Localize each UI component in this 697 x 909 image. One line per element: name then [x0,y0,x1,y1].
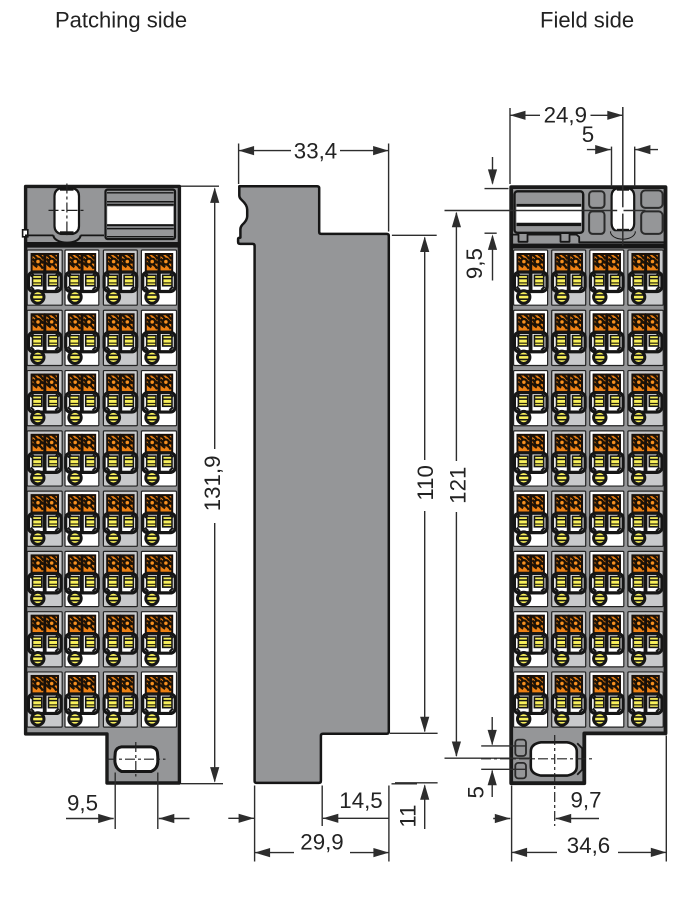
svg-text:5: 5 [464,786,489,798]
svg-text:Field side: Field side [540,7,634,32]
svg-text:11: 11 [396,804,421,827]
svg-text:24,9: 24,9 [544,103,587,128]
svg-text:110: 110 [413,465,438,501]
svg-text:5: 5 [582,122,594,147]
svg-text:33,4: 33,4 [294,139,337,164]
svg-text:9,7: 9,7 [571,788,602,813]
svg-text:29,9: 29,9 [300,830,343,855]
svg-text:121: 121 [445,467,470,504]
svg-text:34,6: 34,6 [567,833,610,858]
svg-text:14,5: 14,5 [339,788,382,813]
svg-text:9,5: 9,5 [462,248,487,279]
svg-text:Patching side: Patching side [55,7,187,32]
svg-text:9,5: 9,5 [67,791,98,816]
svg-text:131,9: 131,9 [200,456,225,512]
